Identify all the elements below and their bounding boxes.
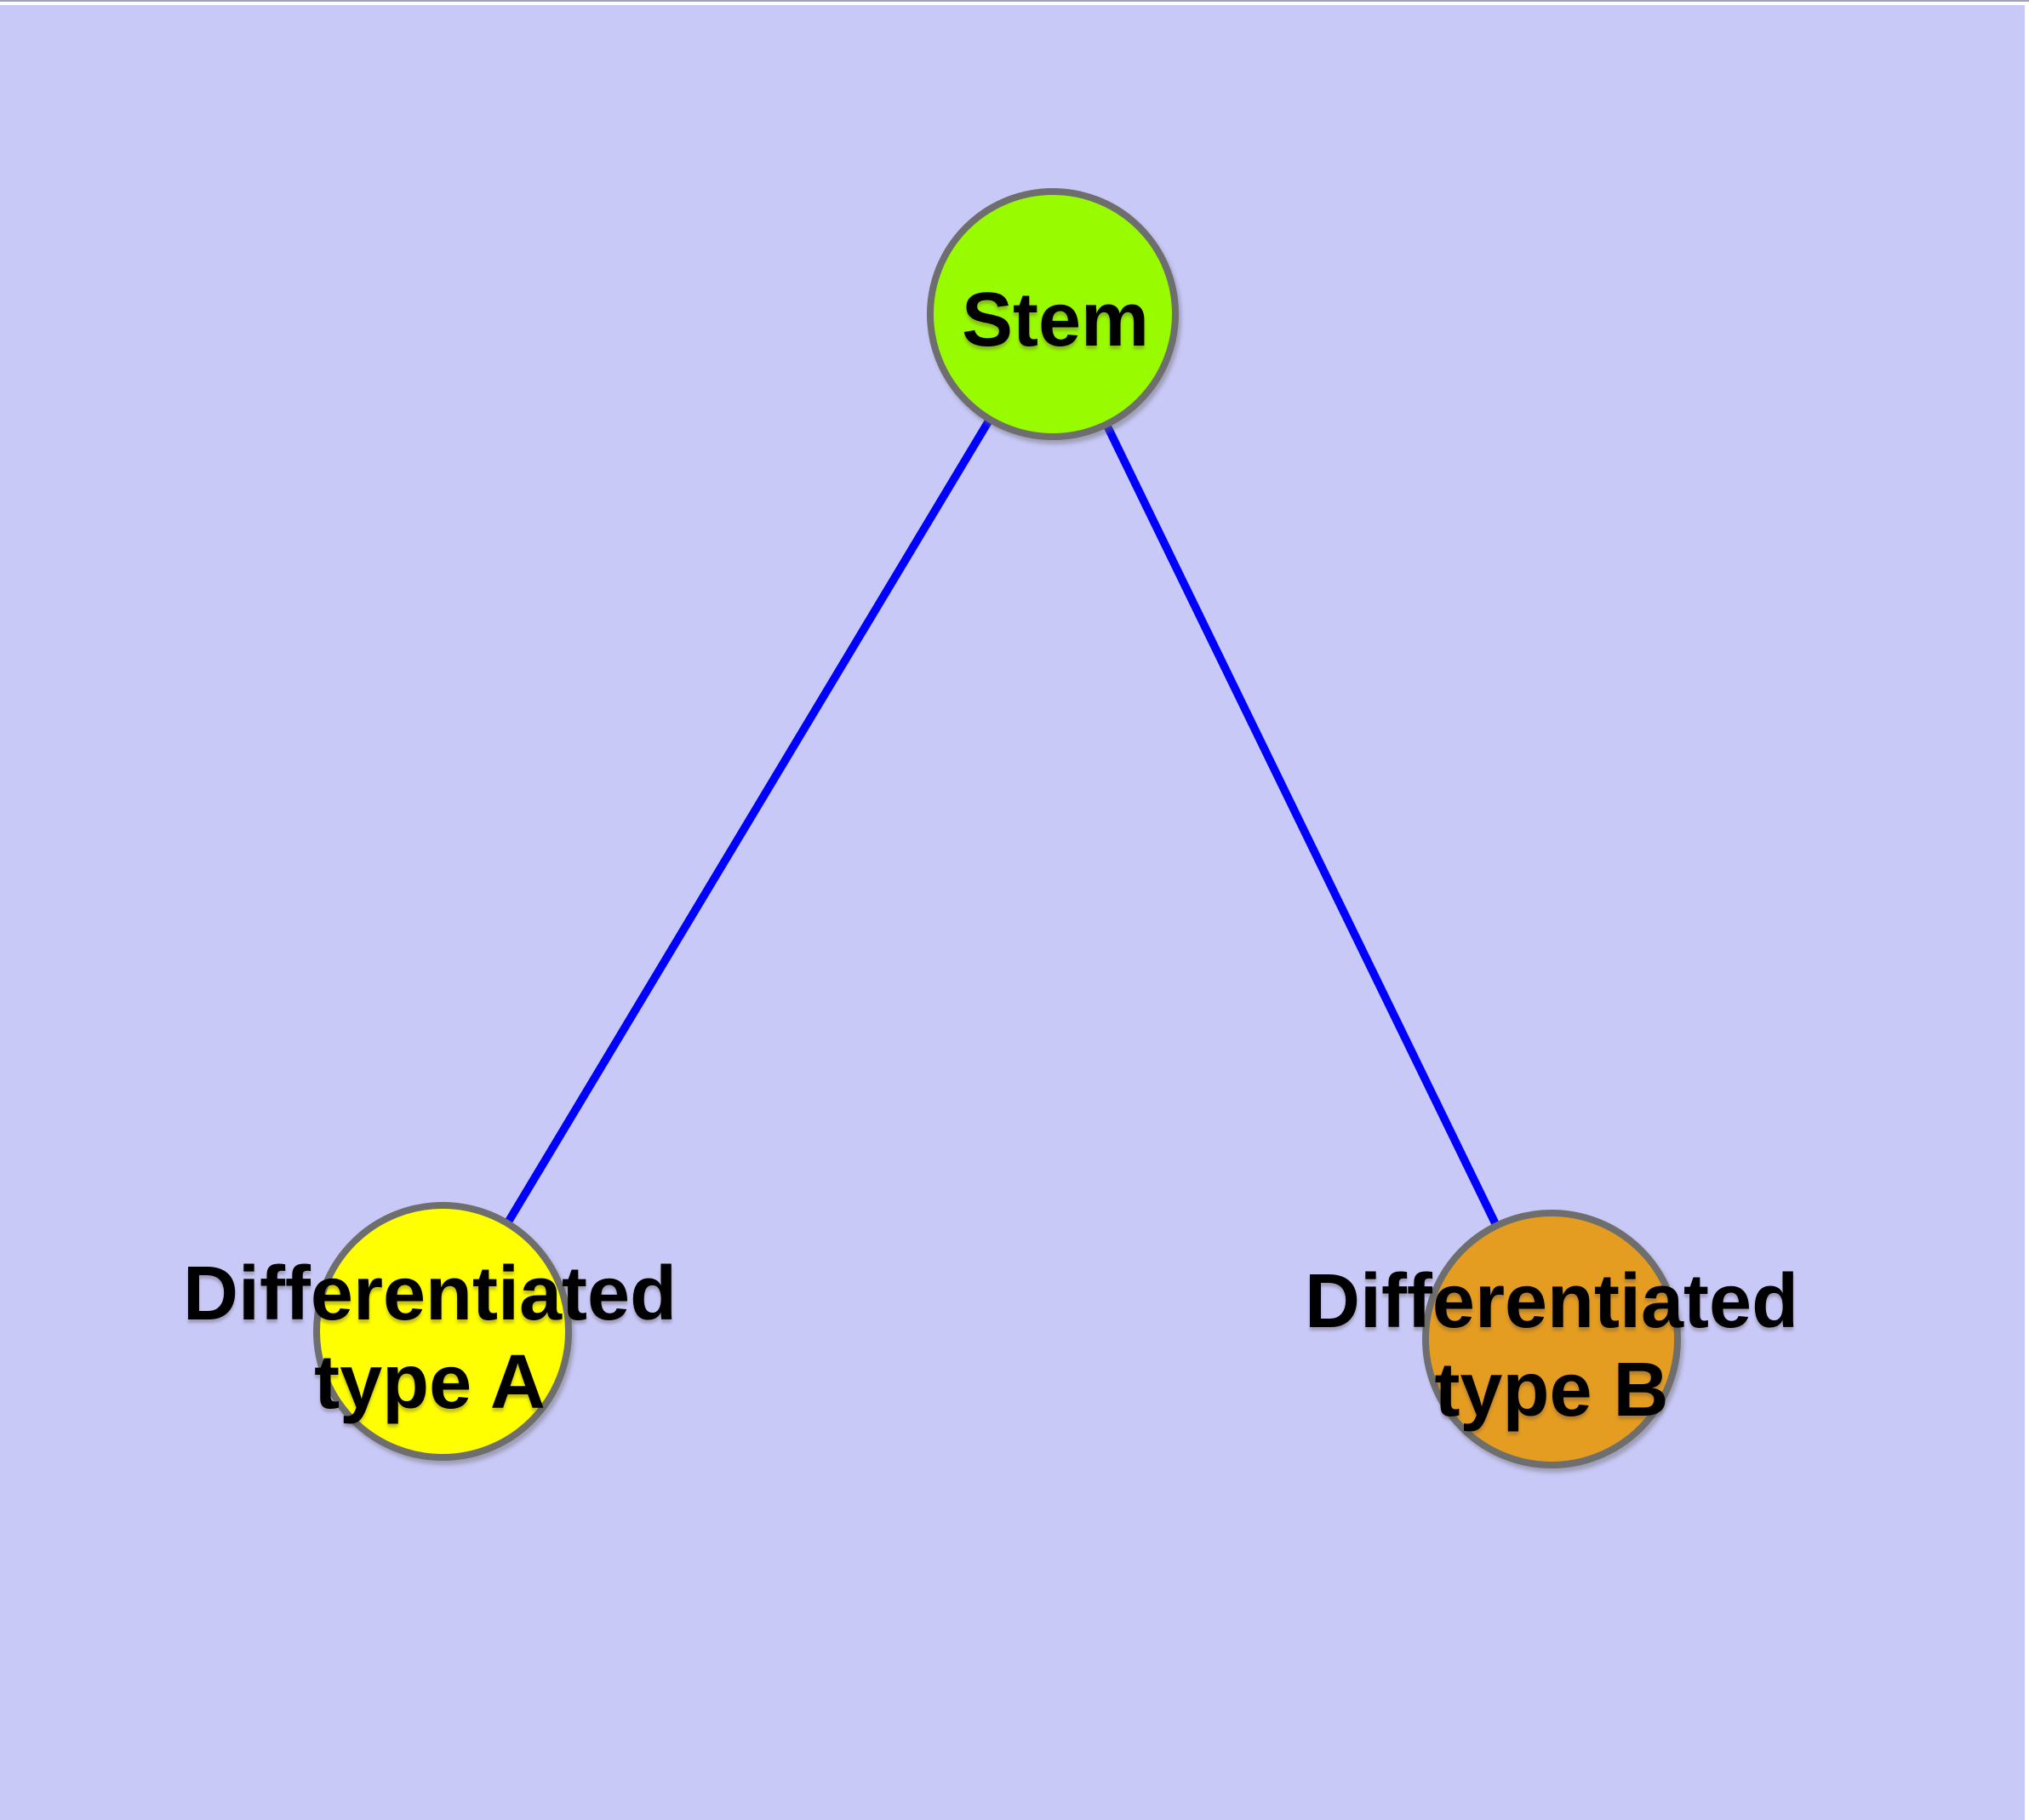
node-differentiated-type-b[interactable]	[1422, 1210, 1681, 1468]
node-stem-label: Stem	[962, 276, 1149, 364]
node-type-a-label-line2: type A	[314, 1340, 546, 1425]
edge-stem-to-type-a	[438, 312, 1057, 1334]
node-differentiated-type-a[interactable]	[313, 1202, 572, 1461]
node-stem[interactable]	[927, 188, 1179, 440]
node-type-b-label-line1: Differentiated	[1304, 1259, 1799, 1344]
node-type-b-label-line2: type B	[1434, 1348, 1669, 1433]
window-top-edge	[0, 0, 2029, 2]
node-type-a-label-line1: Differentiated	[182, 1251, 677, 1336]
node-type-b-label: Differentiated type B	[1305, 1257, 1798, 1434]
node-stem-label-text: Stem	[961, 278, 1150, 363]
edge-stem-to-type-b	[1049, 312, 1556, 1342]
node-type-a-label: Differentiated type A	[183, 1250, 677, 1427]
